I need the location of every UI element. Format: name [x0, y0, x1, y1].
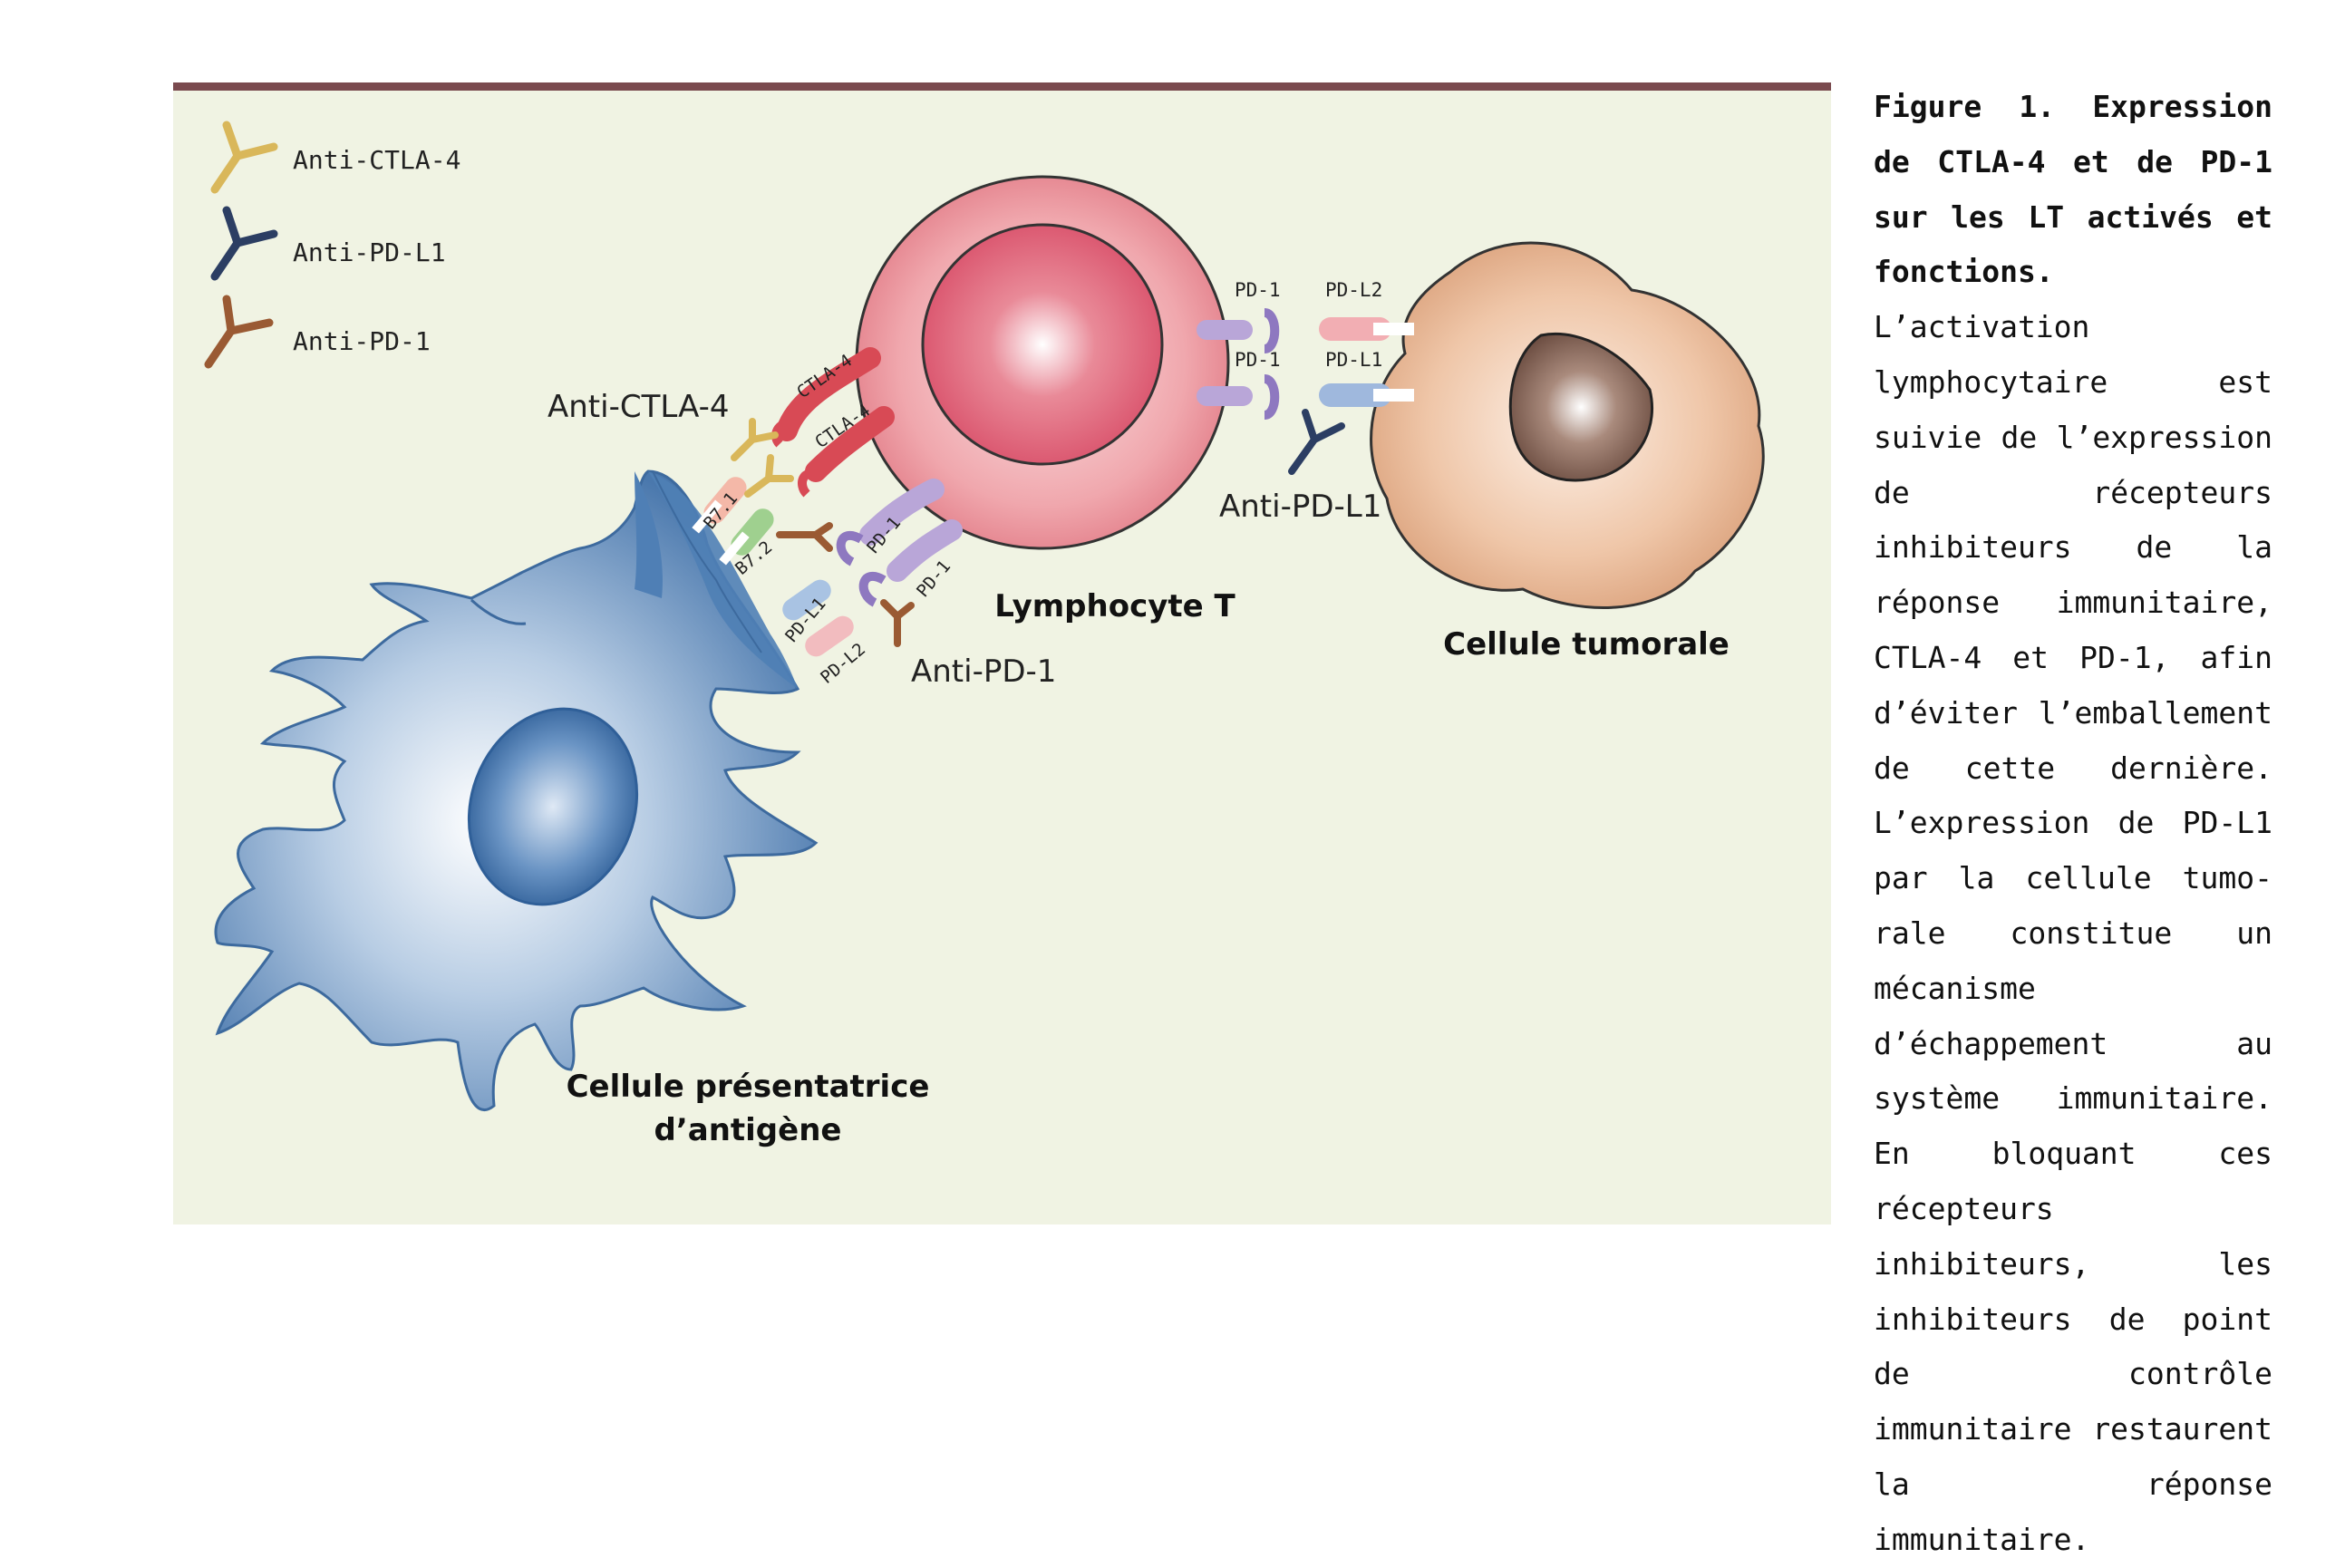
b71-ligand	[692, 477, 747, 534]
diagram: Anti-CTLA-4 Anti-PD-L1 Anti-PD-1 Cellule…	[204, 121, 1765, 1148]
legend: Anti-CTLA-4 Anti-PD-L1 Anti-PD-1	[204, 121, 460, 369]
tumor-cell	[1370, 241, 1765, 609]
anti-pdl1-label: Anti-PD-L1	[1219, 489, 1381, 525]
anti-pd1-antibody-2	[880, 599, 915, 647]
ctla4-receptor-bottom	[798, 406, 895, 498]
anti-pdl1-legend-icon	[210, 206, 278, 281]
anti-pdl1-antibody	[1288, 409, 1345, 475]
pdl2-ligand-tumor	[1319, 317, 1414, 341]
apc-label: Cellule présentatrice	[567, 1069, 930, 1105]
anti-ctla4-antibody-2	[744, 454, 794, 498]
pdl1-ligand-tumor	[1319, 383, 1414, 407]
pd1-label-tumor-top: PD-1	[1235, 279, 1281, 301]
pd1-receptor-tumor-top	[1197, 308, 1280, 353]
legend-label-anti-pd1: Anti-PD-1	[293, 326, 431, 356]
antigen-presenting-cell	[214, 469, 819, 1112]
ctla4-receptor-top	[771, 347, 881, 448]
b72-ligand	[719, 508, 774, 566]
caption-title: Figure 1. Expression de CTLA-4 et de PD-…	[1874, 89, 2272, 290]
pd1-receptor-apc-top	[836, 479, 945, 566]
figure-caption: Figure 1. Expression de CTLA-4 et de PD-…	[1874, 80, 2272, 1568]
anti-pd1-antibody-1	[776, 522, 833, 552]
anti-ctla4-legend-icon	[210, 121, 278, 194]
pdl2-label-tumor: PD-L2	[1325, 279, 1382, 301]
pdl2-ligand-apc	[805, 615, 854, 657]
pd1-receptor-tumor-bottom	[1197, 374, 1280, 420]
apc-label-line2: d’antigène	[654, 1112, 842, 1148]
pd1-receptor-apc-bottom	[858, 519, 963, 607]
pdl1-ligand-apc	[782, 579, 831, 621]
anti-pd1-label: Anti-PD-1	[911, 653, 1056, 690]
lymphocyte-label: Lymphocyte T	[994, 588, 1235, 624]
tumor-label: Cellule tumorale	[1443, 626, 1730, 663]
caption-body: L’activation lymphocytaire est suivie de…	[1874, 309, 2272, 1557]
pd1-label-tumor-bottom: PD-1	[1235, 349, 1281, 371]
lymphocyte-t-cell	[855, 175, 1230, 550]
anti-pd1-legend-icon	[204, 295, 274, 369]
legend-label-anti-ctla4: Anti-CTLA-4	[293, 145, 460, 175]
pdl1-label-tumor: PD-L1	[1325, 349, 1382, 371]
legend-label-anti-pdl1: Anti-PD-L1	[293, 237, 446, 267]
anti-ctla4-antibody-1	[731, 418, 779, 461]
anti-ctla4-label: Anti-CTLA-4	[547, 389, 730, 425]
